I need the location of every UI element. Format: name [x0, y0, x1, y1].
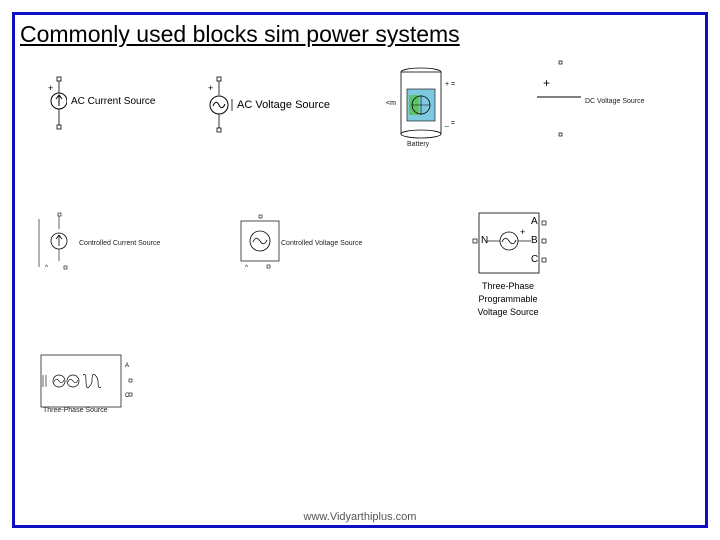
- controlled-voltage-source-icon: ^: [240, 214, 280, 271]
- port-a-label: A: [531, 216, 538, 227]
- svg-text:C: C: [125, 393, 130, 399]
- ac-voltage-source-icon: +: [208, 76, 233, 133]
- three-phase-source-icon: A C: [40, 354, 133, 408]
- svg-text:<m: <m: [386, 100, 396, 107]
- svg-text:_ =: _ =: [444, 120, 455, 127]
- controlled-current-source-icon: ^: [38, 212, 68, 271]
- port-n-label: N: [481, 235, 489, 246]
- svg-text:+: +: [520, 227, 525, 237]
- port-b-label: B: [531, 235, 538, 246]
- three-phase-programmable-source-block[interactable]: + N A B C: [469, 211, 549, 277]
- battery-label: Battery: [407, 141, 430, 148]
- three-phase-programmable-caption: Three-Phase Programmable Voltage Source: [459, 280, 557, 319]
- slide-title: Commonly used blocks sim power systems: [20, 21, 460, 47]
- caption-line-3: Voltage Source: [477, 307, 539, 317]
- slide: Commonly used blocks sim power systems +…: [12, 12, 708, 528]
- svg-text:+: +: [208, 83, 213, 93]
- ac-current-source-block[interactable]: +: [43, 75, 68, 135]
- ac-current-source-icon: +: [48, 76, 68, 130]
- ac-current-source-label: AC Current Source: [71, 96, 156, 107]
- svg-text:A: A: [125, 363, 129, 369]
- controlled-voltage-source-label: Controlled Voltage Source: [281, 240, 363, 247]
- svg-text:+ =: + =: [445, 81, 455, 88]
- battery-block[interactable]: <m + = _ =: [383, 63, 467, 151]
- svg-text:+: +: [543, 76, 550, 90]
- battery-icon: <m + = _ =: [386, 67, 455, 139]
- port-c-label: C: [531, 254, 539, 265]
- three-phase-source-block[interactable]: A C: [39, 353, 139, 411]
- dc-voltage-source-icon: +: [537, 60, 581, 137]
- controlled-current-source-block[interactable]: ^: [37, 211, 77, 275]
- svg-text:^: ^: [245, 265, 248, 271]
- controlled-voltage-source-block[interactable]: ^: [237, 213, 283, 273]
- three-phase-source-label: Three-Phase Source: [43, 407, 108, 414]
- footer-url: www.Vidyarthiplus.com: [303, 511, 417, 523]
- caption-line-2: Programmable: [478, 294, 538, 304]
- svg-text:+: +: [48, 83, 53, 93]
- svg-text:^: ^: [45, 265, 48, 271]
- three-phase-programmable-icon: +: [472, 212, 547, 274]
- ac-voltage-source-label: AC Voltage Source: [237, 99, 330, 111]
- ac-voltage-source-block[interactable]: +: [205, 75, 237, 137]
- dc-voltage-source-block[interactable]: +: [535, 59, 583, 143]
- controlled-current-source-label: Controlled Current Source: [79, 240, 161, 247]
- caption-line-1: Three-Phase: [481, 281, 535, 291]
- dc-voltage-source-label: DC Voltage Source: [585, 98, 645, 105]
